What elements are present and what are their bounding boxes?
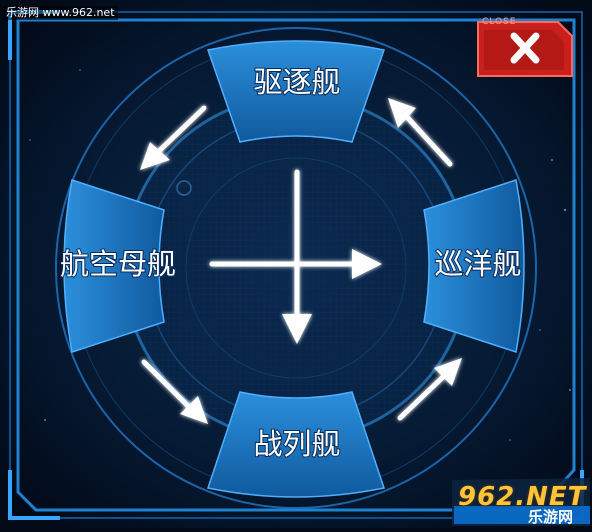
node-left-shape — [63, 179, 165, 353]
arrow-right-to-top — [388, 98, 453, 167]
node-right-shape — [423, 179, 525, 353]
node-right-label[interactable]: 巡洋舰 — [433, 246, 522, 282]
arrow-top-to-left — [140, 105, 207, 170]
node-left-label[interactable]: 航空母舰 — [59, 246, 177, 282]
watermark-badge-shape — [452, 478, 590, 526]
watermark-sub: 乐游网 — [528, 508, 574, 526]
close-button[interactable] — [472, 18, 572, 80]
node-bottom-label[interactable]: 战列舰 — [252, 426, 341, 462]
arrow-bottom-to-right — [397, 358, 462, 421]
arrow-center-down — [282, 169, 312, 344]
close-x-icon — [510, 32, 540, 64]
close-caption: CLOSE — [482, 17, 517, 27]
watermark-top: 乐游网 www.962.net — [3, 6, 118, 20]
node-top-label[interactable]: 驱逐舰 — [252, 64, 341, 100]
node-bottom-shape — [207, 391, 385, 498]
watermark-logo: 962.NET — [458, 482, 587, 512]
node-top-shape — [207, 40, 385, 143]
arrow-left-to-bottom — [141, 359, 208, 424]
arrow-center-right — [209, 249, 382, 279]
